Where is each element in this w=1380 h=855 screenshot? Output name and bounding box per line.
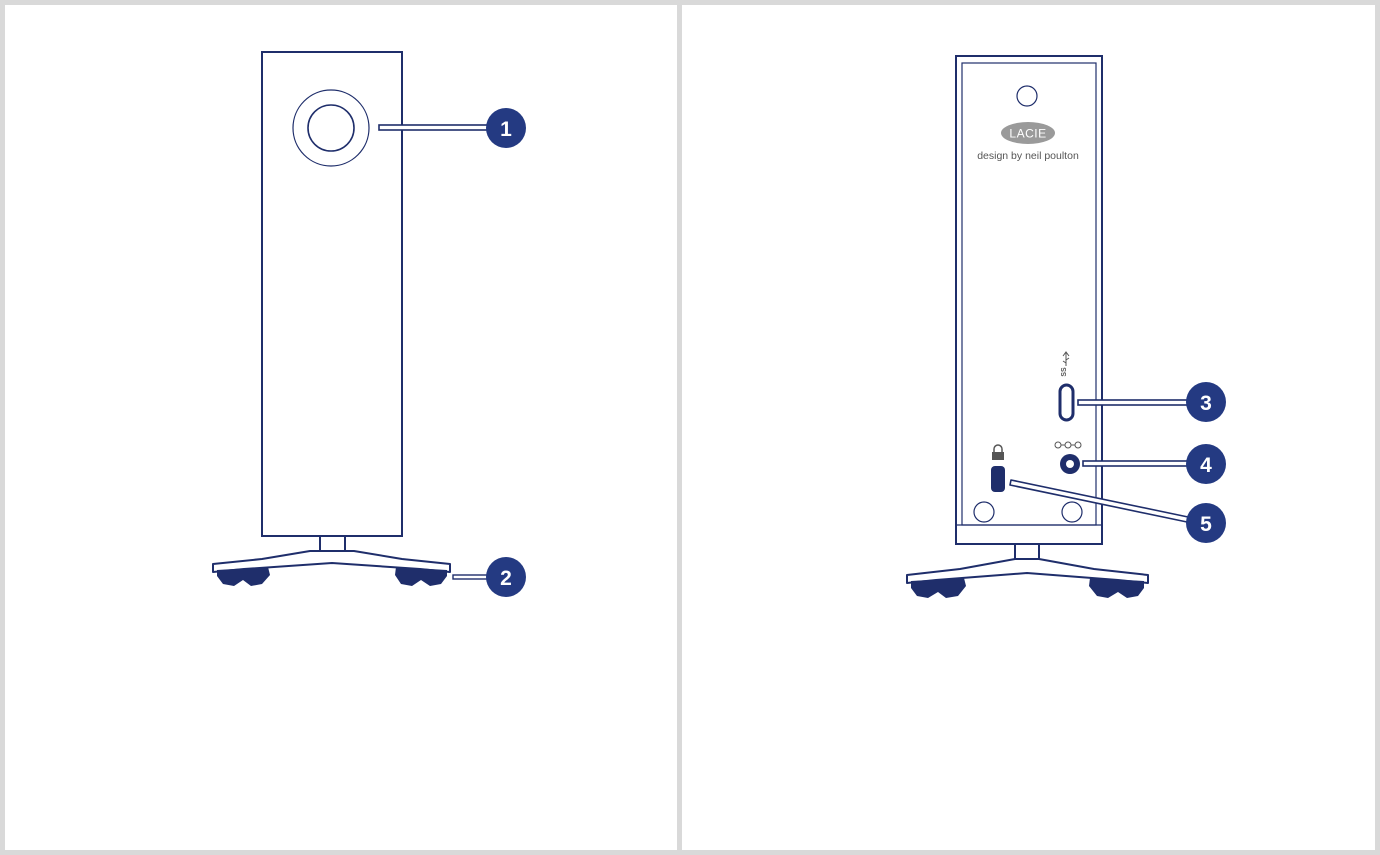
callout-2-badge <box>486 557 526 597</box>
callout-4-number: 4 <box>1200 454 1212 477</box>
callout-5-number: 5 <box>1200 513 1212 536</box>
front-stand-neck <box>319 535 346 552</box>
callout-4-leader <box>1082 460 1191 467</box>
callout-2: 2 <box>452 557 526 597</box>
callout-3-badge <box>1186 382 1226 422</box>
rear-stand-neck <box>1014 543 1040 561</box>
usb-c-port <box>1058 383 1075 422</box>
usb-trident-icon <box>1062 351 1070 366</box>
callout-4-badge <box>1186 444 1226 484</box>
usb-marking-text: SS <box>1061 367 1068 377</box>
callout-2-leader <box>452 574 492 580</box>
callout-3-number: 3 <box>1200 392 1212 415</box>
power-button-icon <box>307 104 355 152</box>
power-input-pin <box>1066 460 1074 468</box>
padlock-icon <box>992 444 1004 460</box>
callout-1-leader <box>378 124 492 131</box>
callout-3: 3 <box>1077 382 1226 422</box>
callout-2-number: 2 <box>500 567 512 590</box>
rear-foot-right <box>1089 578 1144 598</box>
dc-power-symbol-icon <box>1054 441 1082 449</box>
front-foot-left <box>217 567 270 586</box>
callout-1: 1 <box>378 108 526 148</box>
callout-4: 4 <box>1082 444 1226 484</box>
superspeed-usb-icon: SS <box>1061 367 1068 377</box>
callout-3-leader <box>1077 399 1191 406</box>
top-screw-icon <box>1016 85 1038 107</box>
lacie-logo <box>1001 122 1055 144</box>
rear-foot-left <box>911 578 966 598</box>
rear-view: LACIE design by neil poulton SS <box>906 55 1226 598</box>
bottom-right-screw-icon <box>1061 501 1083 523</box>
callout-1-number: 1 <box>500 118 512 141</box>
front-view: 1 2 <box>212 51 526 597</box>
callout-5: 5 <box>1009 479 1226 543</box>
bottom-left-screw-icon <box>973 501 995 523</box>
callout-1-badge <box>486 108 526 148</box>
designer-tagline: design by neil poulton <box>977 150 1079 162</box>
callout-5-badge <box>1186 503 1226 543</box>
front-enclosure <box>261 51 403 537</box>
security-lock-slot <box>991 466 1005 492</box>
panel-divider <box>677 0 682 855</box>
front-foot-right <box>395 567 447 586</box>
lacie-logo-text: LACIE <box>1009 127 1046 141</box>
